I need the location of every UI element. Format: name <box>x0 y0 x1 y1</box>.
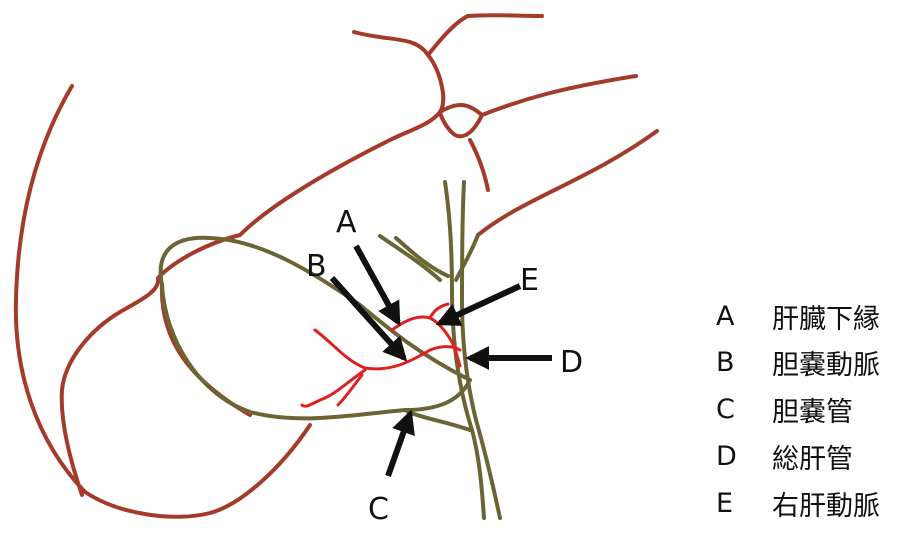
legend-row-e: E 右肝動脈 <box>716 483 880 523</box>
callout-arrows <box>329 244 552 478</box>
legend-label: 右肝動脈 <box>772 490 880 522</box>
arrow-a <box>353 244 401 327</box>
ligament-right-lower <box>468 138 490 192</box>
callout-e: E <box>520 263 539 298</box>
cystic-artery <box>313 328 462 371</box>
legend-row-c: C 胆嚢管 <box>716 389 853 429</box>
legend-letter: A <box>716 300 735 332</box>
legend-letter: D <box>716 440 737 472</box>
legend-row-b: B 胆嚢動脈 <box>716 342 880 382</box>
legend-label: 肝臓下縁 <box>772 303 880 335</box>
cystic-artery-branch <box>300 368 367 408</box>
ligament-right-upper <box>480 74 638 117</box>
gallbladder <box>158 235 472 421</box>
liver-left-lobe-edge <box>13 84 312 519</box>
biliary-structures <box>158 180 502 520</box>
right-hepatic-artery <box>390 315 462 368</box>
legend-label: 胆嚢動脈 <box>772 349 880 381</box>
callout-b: B <box>306 249 327 284</box>
legend-row-a: A 肝臓下縁 <box>716 296 880 336</box>
legend-letter: C <box>716 393 735 425</box>
arrow-b <box>329 275 408 362</box>
hepatic-branch-right <box>454 233 480 282</box>
legend-label: 総肝管 <box>772 443 853 475</box>
cystic-duct <box>403 408 472 432</box>
arrow-e <box>435 283 522 326</box>
callout-c: C <box>368 492 389 527</box>
callout-a: A <box>336 205 357 240</box>
legend-letter: B <box>716 346 735 378</box>
liver-lower-edge <box>159 283 252 417</box>
liver-inner-lobe-edge <box>59 53 446 497</box>
right-hepatic-artery-loop <box>428 302 450 320</box>
hepatic-branch-left2 <box>394 236 450 278</box>
callout-d: D <box>560 345 583 380</box>
arrow-c <box>385 409 415 478</box>
legend-label: 胆嚢管 <box>772 396 853 428</box>
hepatic-branch-left <box>378 234 442 282</box>
legend-letter: E <box>716 487 734 519</box>
ligament-junction <box>438 103 484 139</box>
arteries <box>300 302 462 408</box>
legend-row-d: D 総肝管 <box>716 436 853 476</box>
cystic-artery-branch2 <box>336 373 364 407</box>
ligament-upper <box>352 13 544 57</box>
liver-right-edge <box>476 129 659 237</box>
liver-outline <box>13 13 659 519</box>
